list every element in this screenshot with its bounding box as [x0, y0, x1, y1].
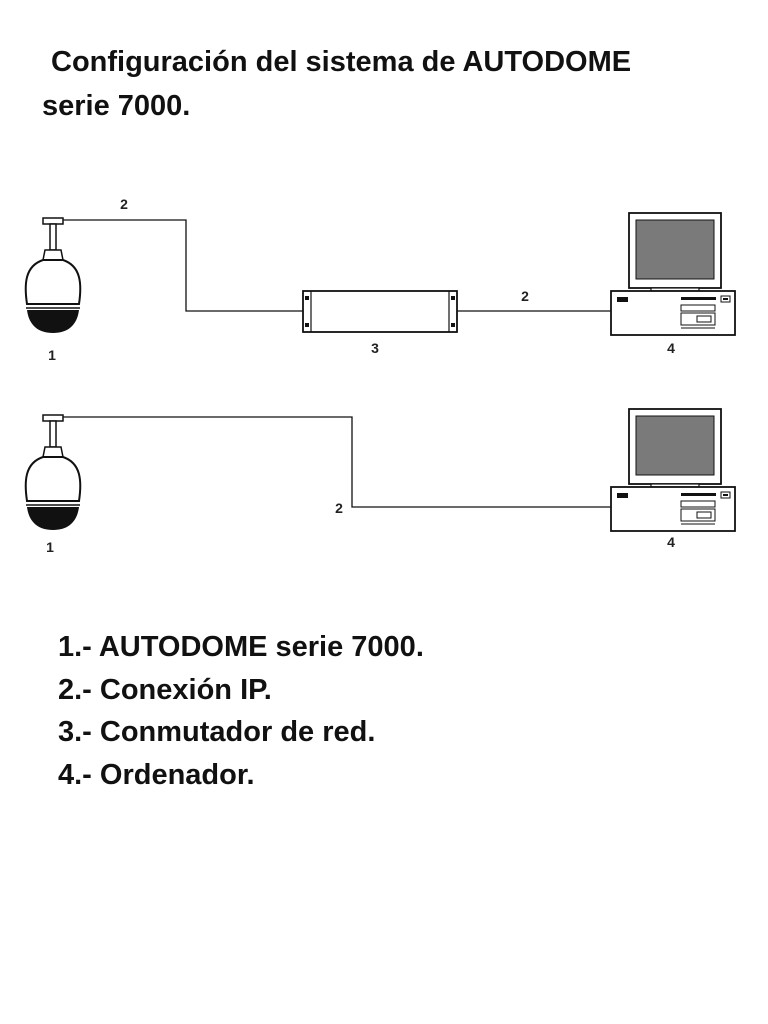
legend-item-camera: 1.- AUTODOME serie 7000.: [58, 631, 424, 663]
page-title: Configuración del sistema de AUTODOME se…: [42, 40, 722, 128]
label-1-row1: 1: [48, 347, 56, 363]
legend-item-ip-connection: 2.- Conexión IP.: [58, 673, 272, 706]
label-4-row2: 4: [667, 534, 675, 550]
label-4-row1: 4: [667, 340, 675, 356]
label-1-row2: 1: [46, 539, 54, 555]
label-2-row2: 2: [335, 500, 343, 516]
title-line-1: Configuración del sistema de AUTODOME: [51, 46, 632, 78]
ip-cable-3: [63, 416, 612, 508]
legend-item-switch: 3.- Conmutador de red.: [58, 716, 376, 748]
ip-cable-1: [63, 219, 303, 312]
computer-1: [610, 212, 736, 336]
network-switch: [302, 290, 458, 333]
title-line-2: serie 7000.: [42, 90, 191, 122]
system-diagram: 2 2 1 3 4 2 1 4: [24, 196, 736, 555]
legend-item-computer: 4.- Ordenador.: [58, 758, 255, 791]
label-2-row1-camera: 2: [120, 196, 128, 212]
camera-1-top: [24, 217, 82, 334]
label-2-row1-switch: 2: [521, 288, 529, 304]
legend-list: 1.- AUTODOME serie 7000. 2.- Conexión IP…: [58, 626, 424, 796]
label-3: 3: [371, 340, 379, 356]
camera-2-bottom: [24, 414, 82, 531]
computer-2: [610, 408, 736, 532]
